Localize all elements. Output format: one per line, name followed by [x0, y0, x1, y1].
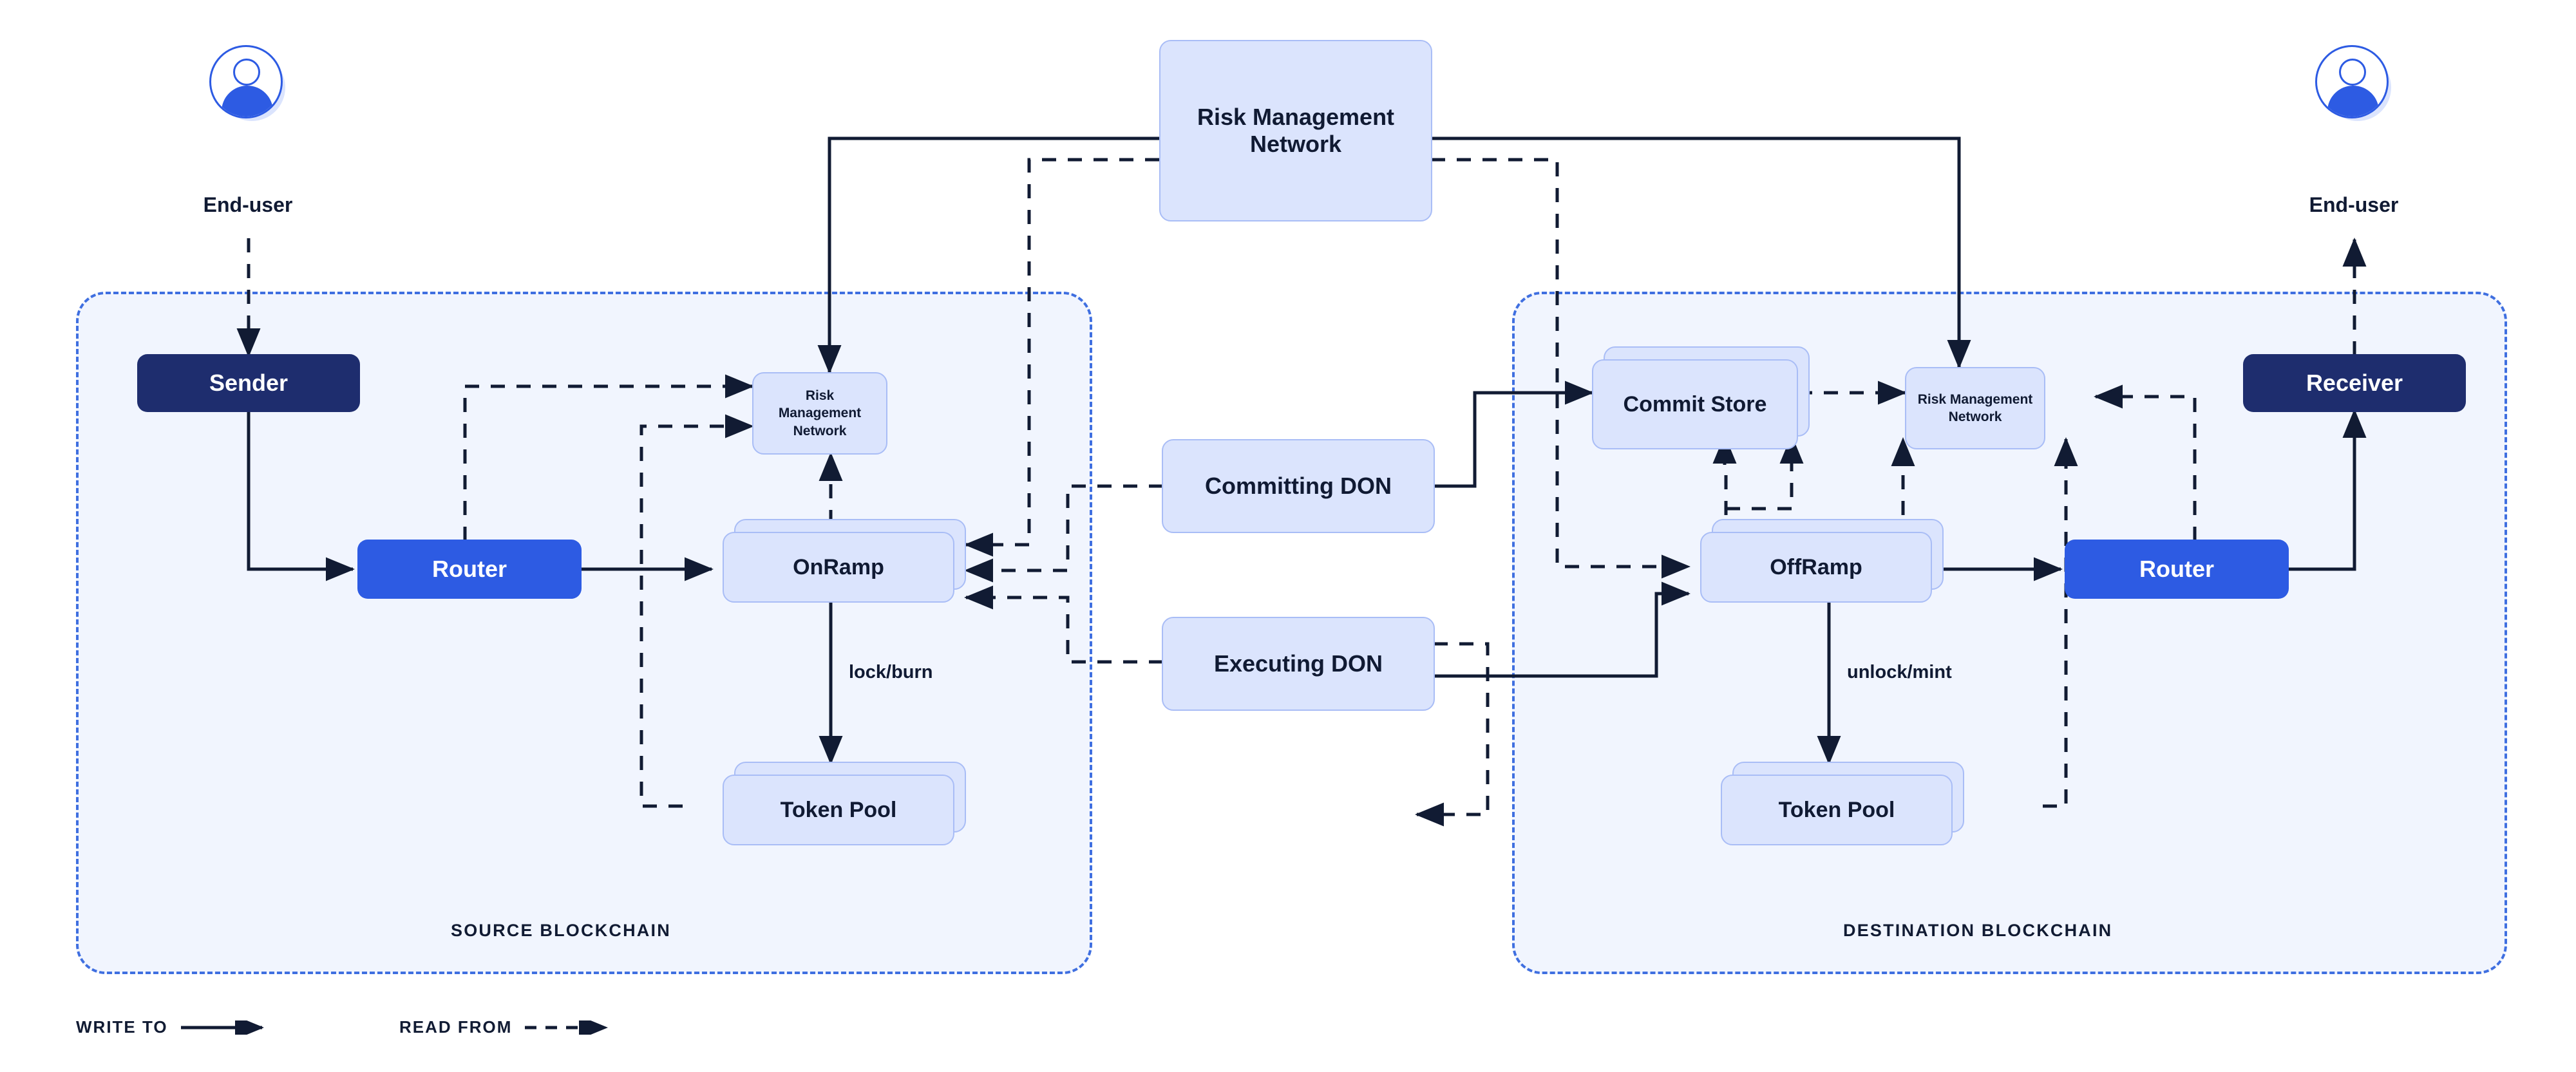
- left-enduser-label: End-user: [203, 193, 293, 216]
- user-avatar-icon: [2315, 45, 2389, 118]
- node-source-risk-management-network[interactable]: Risk Management Network: [752, 372, 887, 455]
- legend-write-to: WRITE TO: [76, 1017, 276, 1037]
- legend-read-from-label: READ FROM: [399, 1017, 513, 1037]
- avatar-right-enduser: [2315, 45, 2391, 121]
- right-enduser-label: End-user: [2309, 193, 2399, 216]
- node-destination-token-pool[interactable]: Token Pool: [1721, 775, 1953, 845]
- node-destination-risk-management-network[interactable]: Risk Management Network: [1905, 367, 2045, 449]
- node-source-router[interactable]: Router: [357, 540, 582, 599]
- dashed-arrow-icon: [525, 1020, 609, 1035]
- edge-label-unlock-mint: unlock/mint: [1847, 662, 1952, 682]
- node-commit-store[interactable]: Commit Store: [1592, 359, 1798, 449]
- node-center-risk-management-network[interactable]: Risk Management Network: [1159, 40, 1432, 221]
- zone-source-label: SOURCE BLOCKCHAIN: [451, 921, 671, 940]
- node-onramp[interactable]: OnRamp: [723, 532, 954, 603]
- edge-label-lock-burn: lock/burn: [849, 662, 933, 682]
- node-offramp[interactable]: OffRamp: [1700, 532, 1932, 603]
- zone-destination-label: DESTINATION BLOCKCHAIN: [1843, 921, 2113, 940]
- avatar-head-shape: [2339, 59, 2366, 86]
- node-executing-don[interactable]: Executing DON: [1162, 617, 1435, 711]
- legend-write-to-label: WRITE TO: [76, 1017, 168, 1037]
- solid-arrow-icon: [180, 1020, 264, 1035]
- user-avatar-icon: [209, 45, 283, 118]
- avatar-left-enduser: [209, 45, 285, 121]
- avatar-body-shape: [2327, 86, 2379, 117]
- node-destination-router[interactable]: Router: [2065, 540, 2289, 599]
- avatar-body-shape: [222, 86, 273, 117]
- node-committing-don[interactable]: Committing DON: [1162, 439, 1435, 533]
- node-source-token-pool[interactable]: Token Pool: [723, 775, 954, 845]
- legend-read-from: READ FROM: [399, 1017, 620, 1037]
- node-receiver[interactable]: Receiver: [2243, 354, 2466, 412]
- avatar-head-shape: [233, 59, 260, 86]
- node-sender[interactable]: Sender: [137, 354, 360, 412]
